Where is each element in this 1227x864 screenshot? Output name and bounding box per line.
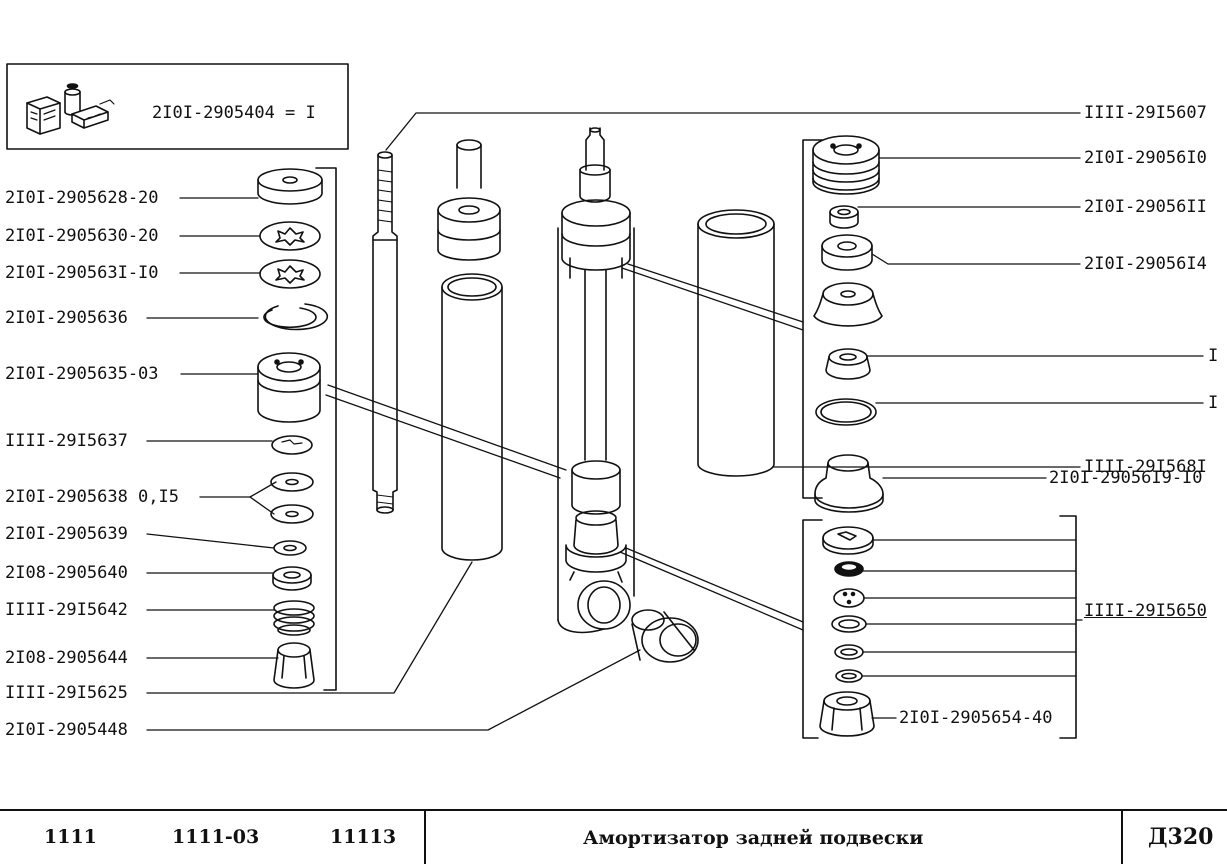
label-valve-body: 2I0I-2905654-40 — [899, 708, 1053, 728]
part-buffer-large — [812, 135, 880, 195]
label-buffer-cup: 2I0I-29056I4 — [1084, 254, 1207, 274]
part-buffer-ring-small — [829, 205, 859, 229]
left-bracket — [315, 167, 337, 691]
footer-model-3: 11113 — [330, 826, 397, 848]
label-bump-stop: 2I0I-29056I9-I0 — [1049, 468, 1203, 488]
part-valve-spring-dark — [834, 561, 864, 577]
part-silent-block — [631, 609, 699, 663]
part-valve-disc-1 — [831, 615, 867, 633]
part-valve-seat — [822, 526, 874, 555]
label-nut: 2I08-2905644 — [5, 648, 128, 668]
part-upper-plate — [257, 168, 323, 205]
label-small-washer: 2I0I-2905639 — [5, 524, 128, 544]
label-star-washer-1: 2I0I-2905630-20 — [5, 226, 159, 246]
leader-lines-left — [146, 197, 641, 731]
label-upper-plate: 2I0I-2905628-20 — [5, 188, 159, 208]
part-working-cylinder — [441, 273, 503, 561]
label-shims: 2I0I-2905638 0,I5 — [5, 487, 179, 507]
part-shim-1 — [270, 472, 314, 492]
part-piston-rod — [372, 151, 398, 514]
part-valve-disc-2 — [834, 644, 864, 660]
label-spring: IIII-29I5642 — [5, 600, 128, 620]
part-shock-absorber-assembly — [557, 127, 635, 634]
right-bracket-valve — [1059, 515, 1077, 739]
part-star-washer-2 — [259, 259, 321, 289]
leader-lines-right — [325, 112, 1204, 719]
label-o-ring: I — [1208, 393, 1219, 413]
kit-package-icon — [26, 83, 115, 135]
label-valve-kit: IIII-29I5650 — [1084, 601, 1207, 621]
label-piston: 2I0I-2905635-03 — [5, 364, 159, 384]
part-o-ring — [815, 398, 877, 426]
part-spring-disc — [271, 435, 313, 455]
part-valve-disc-3 — [835, 669, 863, 683]
part-bump-stop — [814, 454, 884, 513]
part-protective-casing — [697, 209, 775, 477]
kit-box-frame — [6, 63, 349, 150]
label-working-cylinder: IIII-29I5625 — [5, 683, 128, 703]
label-cup-washer: 2I08-2905640 — [5, 563, 128, 583]
label-star-washer-2: 2I0I-290563I-I0 — [5, 263, 159, 283]
part-split-ring — [263, 303, 329, 331]
part-seal-cap — [825, 348, 871, 380]
footer-title: Амортизатор задней подвески — [583, 827, 924, 849]
part-piston — [257, 352, 321, 423]
footer-model-2: 1111-03 — [172, 826, 260, 848]
footer-page-code: Д320 — [1148, 824, 1214, 850]
part-buffer-cup — [821, 234, 873, 271]
part-nut — [273, 642, 315, 689]
right-bracket-upper — [802, 139, 823, 499]
part-spring — [273, 600, 315, 636]
label-protective-casing: IIII-29I568I — [1084, 457, 1207, 477]
label-seal-cap: I — [1208, 346, 1219, 366]
footer-model-1: 1111 — [44, 826, 97, 848]
part-valve-plate — [833, 588, 865, 608]
part-cup-washer — [272, 566, 312, 591]
label-buffer-large: 2I0I-29056I0 — [1084, 148, 1207, 168]
part-cylinder-guide — [437, 139, 501, 261]
label-buffer-ring-small: 2I0I-29056II — [1084, 197, 1207, 217]
part-star-washer-1 — [259, 221, 321, 251]
right-bracket-lower — [802, 519, 823, 739]
label-spring-disc: IIII-29I5637 — [5, 431, 128, 451]
part-valve-body — [819, 691, 875, 737]
label-split-ring: 2I0I-2905636 — [5, 308, 128, 328]
label-piston-rod: IIII-29I5607 — [1084, 103, 1207, 123]
footer-frame — [0, 809, 1227, 864]
part-buffer-support — [813, 282, 883, 327]
part-small-washer — [273, 540, 307, 556]
kit-label: 2I0I-2905404 = I — [152, 103, 316, 123]
label-silent-block: 2I0I-2905448 — [5, 720, 128, 740]
part-shim-2 — [270, 504, 314, 524]
